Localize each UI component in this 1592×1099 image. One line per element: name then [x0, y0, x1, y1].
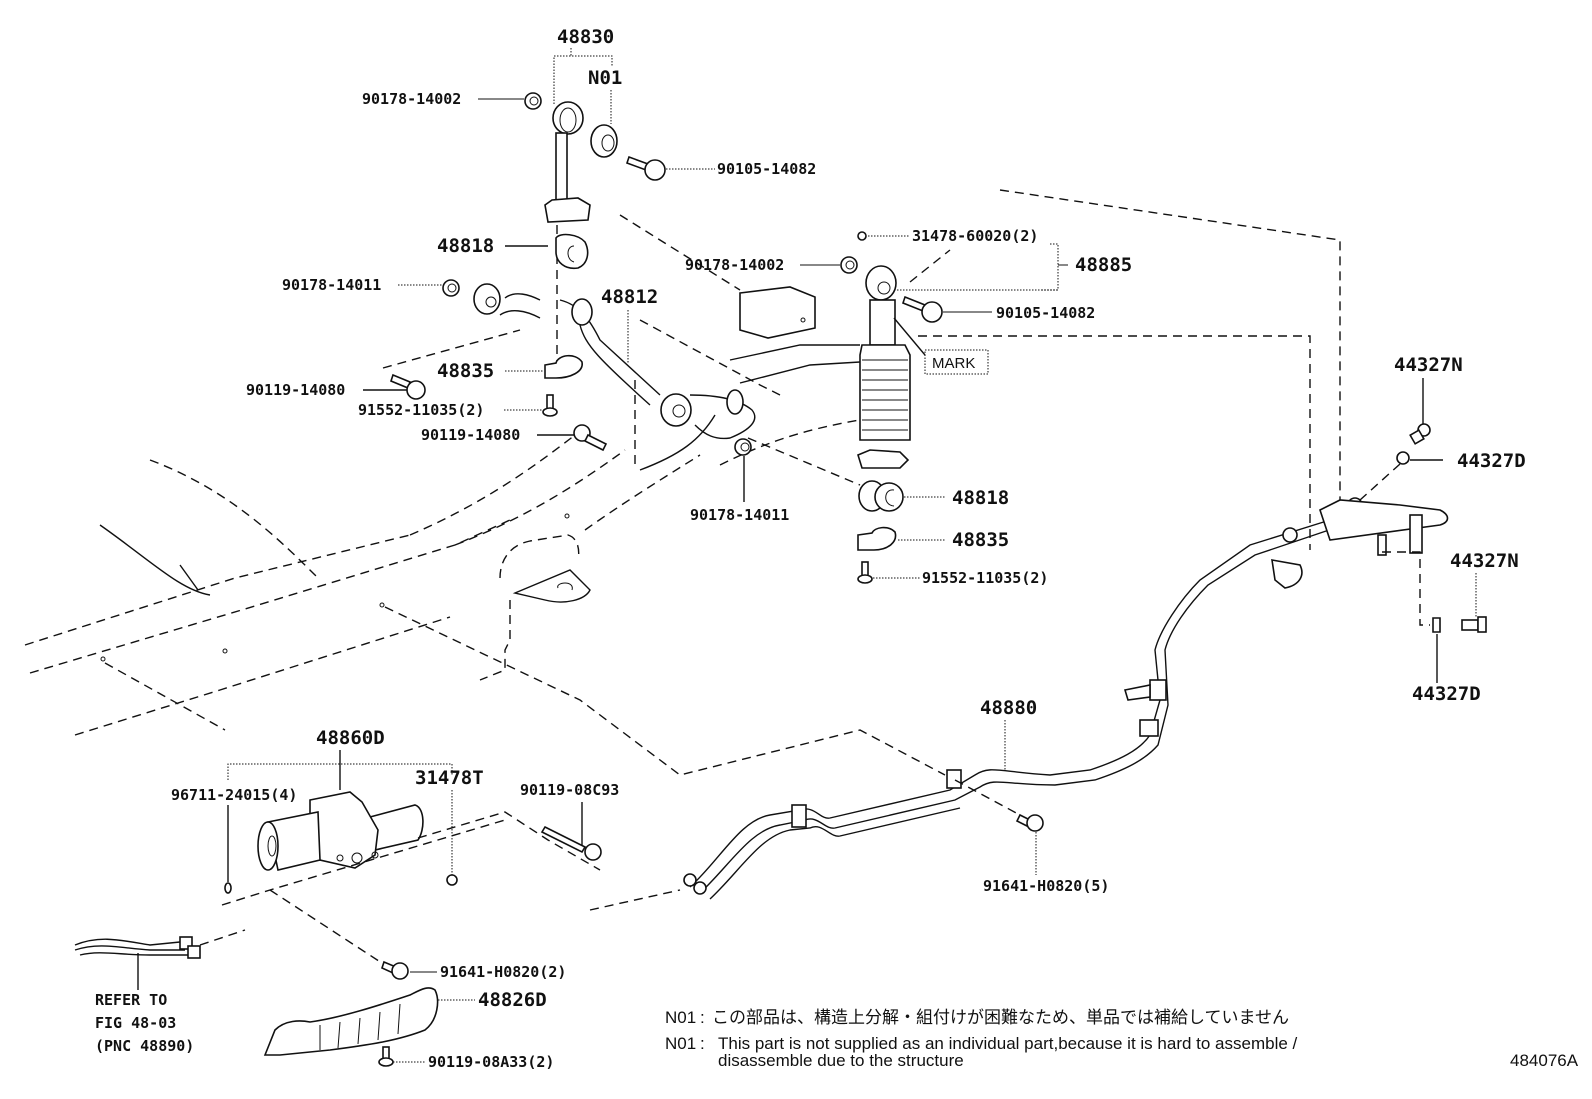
footnote-jp-text: この部品は、構造上分解・組付けが困難なため、単品では補給していません — [712, 1008, 1289, 1027]
hydraulic-pipe-48880: 48880 91641-H0820(5) — [683, 519, 1336, 900]
bolt-icon — [902, 295, 943, 323]
note-code-n01[interactable]: N01 — [588, 67, 622, 89]
left-bushing-group: 48818 90178-14011 48812 48835 90119-14 — [246, 225, 756, 452]
footnote-jp-code: N01 — [665, 1008, 696, 1027]
part-label-48835-left[interactable]: 48835 — [437, 360, 494, 382]
part-label-31478-60020[interactable]: 31478-60020(2) — [912, 227, 1038, 245]
part-label-90105-14082-top[interactable]: 90105-14082 — [717, 160, 816, 178]
screw-icon — [378, 1046, 394, 1067]
refer-note-line3[interactable]: (PNC 48890) — [95, 1037, 194, 1055]
pipe-fitting-icon — [683, 873, 707, 895]
part-label-44327n-top[interactable]: 44327N — [1394, 354, 1463, 376]
footnote-en-text2: disassemble due to the structure — [718, 1051, 964, 1070]
part-label-91552-11035-left[interactable]: 91552-11035(2) — [358, 401, 484, 419]
refer-note-line2[interactable]: FIG 48-03 — [95, 1014, 176, 1032]
screw-icon — [857, 561, 873, 584]
part-label-31478t[interactable]: 31478T — [415, 767, 484, 789]
footnote-en-text: This part is not supplied as an individu… — [718, 1034, 1298, 1053]
part-label-48880[interactable]: 48880 — [980, 697, 1037, 719]
washer-icon — [1396, 451, 1410, 465]
bolt-icon — [1461, 616, 1487, 633]
footnote-en-sep: : — [700, 1034, 705, 1053]
part-label-48818-left[interactable]: 48818 — [437, 235, 494, 257]
part-label-48835-right[interactable]: 48835 — [952, 529, 1009, 551]
part-label-48826d[interactable]: 48826D — [478, 989, 547, 1011]
refer-note-line1[interactable]: REFER TO — [95, 991, 167, 1009]
part-label-48885[interactable]: 48885 — [1075, 254, 1132, 276]
vehicle-frame — [24, 214, 946, 911]
nut-icon — [524, 92, 542, 110]
part-label-96711-24015[interactable]: 96711-24015(4) — [171, 786, 297, 804]
part-label-44327d-bottom[interactable]: 44327D — [1412, 683, 1481, 705]
screw-icon — [542, 394, 558, 417]
part-label-90119-14080-a[interactable]: 90119-14080 — [246, 381, 345, 399]
valve-assembly-right: 44327N 44327D 44327N 44327D — [1319, 354, 1526, 705]
bushing-n01-icon — [590, 124, 618, 158]
part-label-90119-08c93[interactable]: 90119-08C93 — [520, 781, 619, 799]
bracket-block-icon — [739, 286, 816, 339]
part-label-48812[interactable]: 48812 — [601, 286, 658, 308]
shock-absorber-icon — [857, 265, 911, 469]
part-label-90178-14011-left[interactable]: 90178-14011 — [282, 276, 381, 294]
bolt-icon — [573, 424, 591, 442]
link-rod-icon — [544, 101, 591, 223]
pipe-clamp-icon — [791, 527, 1303, 828]
part-label-90105-14082-mid[interactable]: 90105-14082 — [996, 304, 1095, 322]
part-label-91641-h0820-2[interactable]: 91641-H0820(2) — [440, 963, 566, 981]
part-label-48860d[interactable]: 48860D — [316, 727, 385, 749]
bolt-icon — [625, 155, 666, 181]
nut-icon — [840, 256, 858, 274]
bushing-icon — [858, 480, 904, 512]
footnote-en-code: N01 — [665, 1034, 696, 1053]
bushing-icon — [555, 233, 589, 270]
actuator-assembly: 48860D 96711-24015(4) 31478T 90119-08C93 — [171, 727, 619, 906]
bolt-icon — [1015, 813, 1044, 832]
part-label-90119-14080-b[interactable]: 90119-14080 — [421, 426, 520, 444]
part-label-44327d-top[interactable]: 44327D — [1457, 450, 1526, 472]
illustration-code: 484076A — [1510, 1051, 1579, 1070]
stabilizer-bar-icon — [473, 283, 756, 440]
bolt-icon — [381, 960, 409, 980]
shock-absorber-assembly: 90178-14002 31478-60020(2) 48885 90105-1… — [685, 189, 1341, 550]
mark-callout: MARK — [924, 349, 989, 375]
part-label-90178-14002-top[interactable]: 90178-14002 — [362, 90, 461, 108]
stabilizer-link-assembly: 48830 N01 90178-14002 90105-14082 — [362, 26, 816, 223]
footnotes: N01 : この部品は、構造上分解・組付けが困難なため、単品では補給していません… — [665, 1008, 1579, 1070]
right-bushing-group: 90178-14011 48818 48835 91552-11035(2) — [690, 438, 1048, 587]
part-label-48830[interactable]: 48830 — [557, 26, 614, 48]
long-bolt-icon — [540, 825, 602, 861]
bolt-icon — [1409, 423, 1431, 445]
part-label-48818-right[interactable]: 48818 — [952, 487, 1009, 509]
mark-label[interactable]: MARK — [932, 355, 975, 372]
part-label-90119-08a33[interactable]: 90119-08A33(2) — [428, 1053, 554, 1071]
skid-plate-group: 91641-H0820(2) 48826D 90119-08A33(2) — [263, 889, 566, 1071]
nut-icon — [442, 279, 460, 297]
clip-icon — [1432, 617, 1441, 633]
skid-plate-icon — [263, 987, 439, 1056]
part-label-44327n-bottom[interactable]: 44327N — [1450, 550, 1519, 572]
part-label-91552-11035-right[interactable]: 91552-11035(2) — [922, 569, 1048, 587]
clamp-icon — [544, 354, 583, 379]
washer-icon — [857, 231, 867, 241]
bolt-icon — [406, 380, 426, 400]
part-label-90178-14011-mid[interactable]: 90178-14011 — [690, 506, 789, 524]
junction-block-icon — [1319, 499, 1449, 556]
part-label-91641-h0820-5[interactable]: 91641-H0820(5) — [983, 877, 1109, 895]
footnote-jp-sep: : — [700, 1008, 705, 1027]
clamp-icon — [857, 526, 897, 551]
part-label-90178-14002-mid[interactable]: 90178-14002 — [685, 256, 784, 274]
external-pipe-reference: REFER TO FIG 48-03 (PNC 48890) — [74, 929, 246, 1055]
actuator-icon — [257, 791, 424, 871]
